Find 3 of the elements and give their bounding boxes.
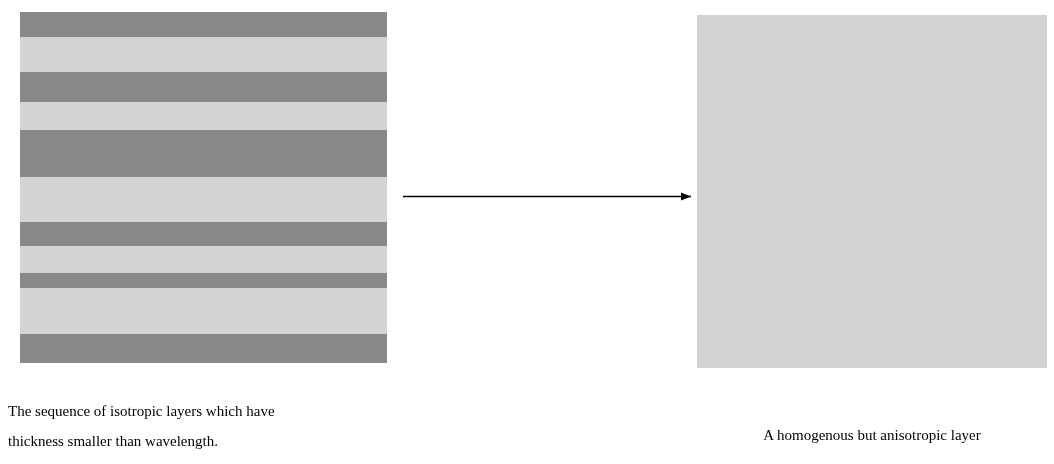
caption-text: The sequence of isotropic layers which have thickness smaller than wavelength. (8, 402, 276, 451)
caption-text: A homogenous but anisotropic layer (762, 426, 982, 445)
arrow (402, 192, 692, 201)
